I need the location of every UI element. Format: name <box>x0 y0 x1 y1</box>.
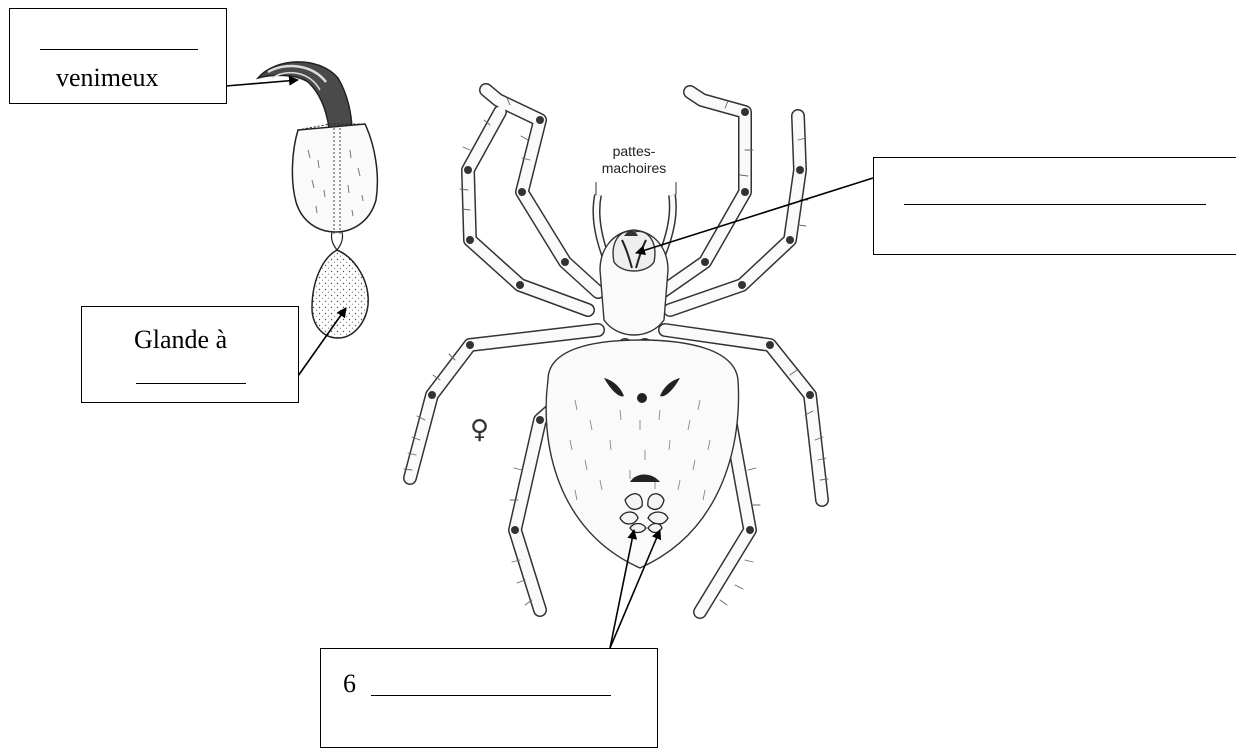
venom-fang <box>258 62 352 136</box>
pedipalps-label: pattes- machoires <box>578 143 690 177</box>
abdomen <box>546 340 738 568</box>
venom-gland <box>312 250 368 338</box>
venom-box-text: venimeux <box>56 65 159 91</box>
label-box-chelicerae <box>873 157 1236 255</box>
female-symbol: ♀ <box>470 415 489 445</box>
chelicera-base <box>292 124 377 232</box>
chelicera-drawing <box>258 62 377 338</box>
label-box-spinnerets: 6 <box>320 648 658 748</box>
gland-box-text: Glande à <box>134 327 227 353</box>
fill-in-blank-spinnerets[interactable] <box>371 695 611 696</box>
spider-chelicerae <box>613 231 655 271</box>
fill-in-blank-chelicerae[interactable] <box>904 204 1206 205</box>
label-box-gland: Glande à <box>81 306 299 403</box>
fill-in-blank-venom[interactable] <box>40 49 198 50</box>
label-box-venom: venimeux <box>9 8 227 104</box>
fill-in-blank-gland[interactable] <box>136 383 246 384</box>
arrow-fang <box>226 80 298 86</box>
pedipalp-label-ticks <box>596 182 676 195</box>
spinnerets-box-number: 6 <box>343 671 356 697</box>
